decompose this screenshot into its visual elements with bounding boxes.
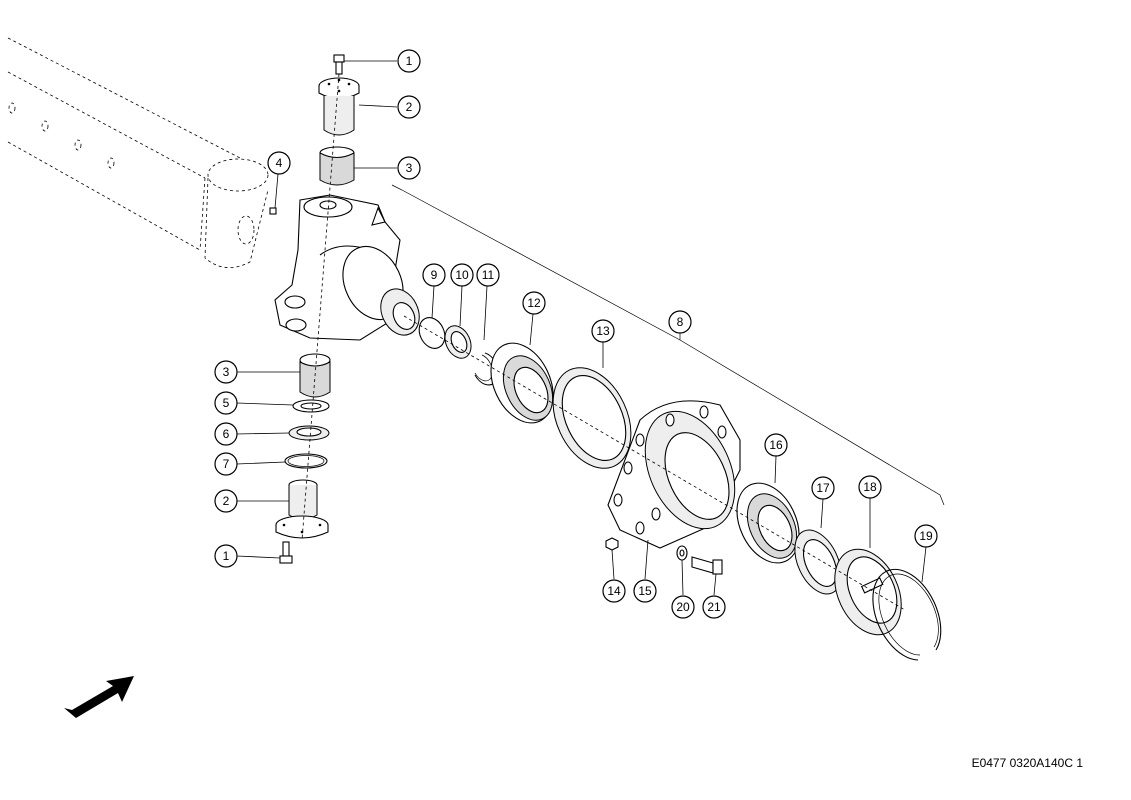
callout-2-top: 2 bbox=[397, 95, 421, 119]
top-kingpin bbox=[318, 77, 360, 136]
lower-kingpin bbox=[275, 479, 329, 539]
callout-8: 8 bbox=[668, 310, 692, 334]
svg-text:17: 17 bbox=[816, 481, 830, 495]
svg-text:8: 8 bbox=[677, 315, 684, 329]
callout-15: 15 bbox=[633, 579, 657, 603]
callout-12: 12 bbox=[522, 291, 546, 315]
drawing-reference-code: E0477 0320A140C 1 bbox=[971, 756, 1083, 770]
callout-10: 10 bbox=[450, 263, 474, 287]
callout-6: 6 bbox=[214, 422, 238, 446]
callout-1-bottom: 1 bbox=[214, 544, 238, 568]
svg-text:14: 14 bbox=[607, 584, 621, 598]
callout-13: 13 bbox=[591, 319, 615, 343]
arrow-icon bbox=[64, 676, 134, 718]
shim-9 bbox=[418, 317, 446, 349]
bearing-12 bbox=[490, 342, 554, 424]
callout-2-bottom: 2 bbox=[214, 489, 238, 513]
svg-text:2: 2 bbox=[223, 494, 230, 508]
svg-text:7: 7 bbox=[223, 457, 230, 471]
callout-17: 17 bbox=[811, 476, 835, 500]
svg-text:5: 5 bbox=[223, 396, 230, 410]
spacer-10 bbox=[444, 325, 472, 359]
assembly-axis bbox=[301, 73, 906, 611]
washer-20 bbox=[676, 545, 688, 561]
axle-beam bbox=[7, 37, 269, 268]
svg-text:4: 4 bbox=[276, 156, 283, 170]
wheel-hub bbox=[607, 400, 741, 549]
svg-text:20: 20 bbox=[676, 600, 690, 614]
callout-9: 9 bbox=[422, 263, 446, 287]
steering-knuckle bbox=[274, 194, 420, 341]
washer-5 bbox=[292, 399, 330, 413]
leader-lines bbox=[236, 60, 927, 596]
svg-text:18: 18 bbox=[863, 480, 877, 494]
svg-text:11: 11 bbox=[482, 268, 495, 282]
svg-text:1: 1 bbox=[223, 549, 230, 563]
svg-text:19: 19 bbox=[919, 529, 933, 543]
svg-text:13: 13 bbox=[596, 324, 610, 338]
svg-text:3: 3 bbox=[406, 161, 413, 175]
top-bolt bbox=[333, 54, 345, 75]
svg-text:9: 9 bbox=[431, 268, 438, 282]
svg-text:6: 6 bbox=[223, 427, 230, 441]
svg-text:2: 2 bbox=[406, 100, 413, 114]
callout-11: 11 bbox=[476, 263, 500, 287]
callout-21: 21 bbox=[702, 595, 726, 619]
svg-text:1: 1 bbox=[406, 54, 413, 68]
bearing-16 bbox=[736, 482, 800, 564]
svg-text:3: 3 bbox=[223, 365, 230, 379]
callout-4: 4 bbox=[267, 151, 291, 175]
seal-13 bbox=[552, 367, 632, 469]
lower-bolt bbox=[279, 541, 293, 564]
callout-20: 20 bbox=[671, 595, 695, 619]
bolt-21 bbox=[691, 556, 723, 575]
seal-6 bbox=[288, 425, 330, 441]
callout-14: 14 bbox=[602, 579, 626, 603]
callout-3-bottom: 3 bbox=[214, 360, 238, 384]
hub-cap-18 bbox=[834, 548, 902, 636]
o-ring-7 bbox=[284, 453, 328, 469]
callout-3-top: 3 bbox=[397, 156, 421, 180]
svg-text:16: 16 bbox=[769, 438, 783, 452]
upper-bushing bbox=[319, 146, 355, 186]
svg-text:15: 15 bbox=[638, 584, 652, 598]
callout-7: 7 bbox=[214, 452, 238, 476]
svg-text:12: 12 bbox=[527, 296, 541, 310]
callout-1-top: 1 bbox=[397, 49, 421, 73]
callout-5: 5 bbox=[214, 391, 238, 415]
snap-ring-19 bbox=[872, 568, 942, 661]
nut-14 bbox=[605, 537, 619, 551]
svg-text:10: 10 bbox=[455, 268, 469, 282]
callout-18: 18 bbox=[858, 475, 882, 499]
locknut-17 bbox=[794, 529, 842, 595]
grease-nipple bbox=[269, 207, 277, 215]
group-bracket-8 bbox=[391, 184, 945, 506]
svg-text:21: 21 bbox=[707, 600, 721, 614]
callout-16: 16 bbox=[764, 433, 788, 457]
callout-19: 19 bbox=[914, 524, 938, 548]
